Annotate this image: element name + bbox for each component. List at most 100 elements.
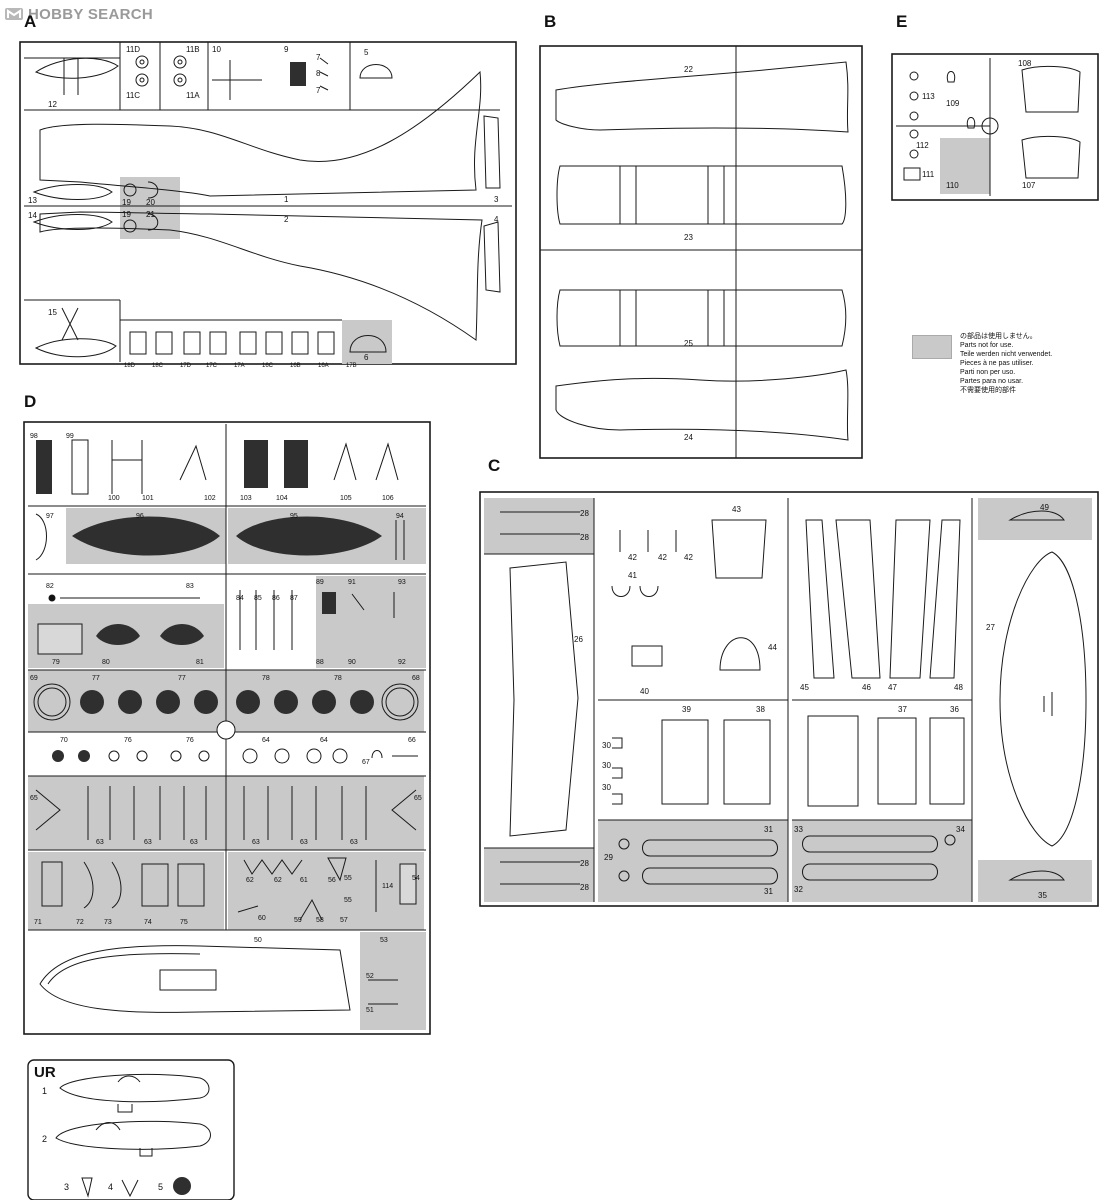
part-label: 70: [60, 737, 68, 744]
part-label: 28: [580, 859, 589, 868]
part-label: 101: [142, 495, 154, 502]
part-label: 6: [364, 353, 369, 362]
part-label: 63: [96, 839, 104, 846]
part-label: 63: [190, 839, 198, 846]
part-label: 112: [916, 141, 929, 150]
sprue-d: D: [23, 392, 431, 1035]
part-label: 39: [682, 705, 691, 714]
part-label: 109: [946, 99, 960, 108]
part-label: 88: [316, 659, 324, 666]
part-label: 74: [144, 919, 152, 926]
part-label: 55: [344, 875, 352, 882]
part-label: 64: [262, 737, 270, 744]
sprue-ur: UR 1 2 3 4 5: [27, 1059, 235, 1200]
part-label: 93: [398, 579, 406, 586]
part-label: 65: [30, 795, 38, 802]
part-label: 34: [956, 825, 965, 834]
part-label: 40: [640, 687, 649, 696]
part-label: 23: [684, 233, 693, 242]
part-label: 17C: [206, 363, 218, 369]
part-label: 58: [316, 917, 324, 924]
part-label: 102: [204, 495, 216, 502]
part-label: 57: [340, 917, 348, 924]
watermark: HOBBY SEARCH: [4, 3, 153, 25]
part-label: 16B: [290, 363, 301, 369]
part-label: 13: [28, 196, 37, 205]
part-label: 47: [888, 683, 897, 692]
part-label: 67: [362, 759, 370, 766]
part-label: 10: [212, 45, 221, 54]
part-label: 28: [580, 533, 589, 542]
sprue-e: E 107 108 109 110 111 112 113: [891, 12, 1099, 201]
part-label: 1: [284, 195, 289, 204]
part-label: 5: [158, 1182, 163, 1192]
part-label: 69: [30, 675, 38, 682]
part-label: 83: [186, 583, 194, 590]
part-label: 84: [236, 595, 244, 602]
part-label: 42: [684, 553, 693, 562]
sprue-d-letter: D: [24, 392, 36, 411]
part-label: 110: [946, 181, 959, 190]
part-label: 63: [350, 839, 358, 846]
part-label: 75: [180, 919, 188, 926]
part-label: 53: [380, 937, 388, 944]
part-label: 17A: [234, 363, 245, 369]
legend-line: の部品は使用しません。: [960, 333, 1037, 340]
part-label: 46: [862, 683, 871, 692]
part-label: 82: [46, 583, 54, 590]
part-label: 44: [768, 643, 777, 652]
part-label: 17B: [346, 363, 357, 369]
part-label: 89: [316, 579, 324, 586]
part-label: 106: [382, 495, 394, 502]
part-label: 104: [276, 495, 288, 502]
part-label: 86: [272, 595, 280, 602]
part-label: 14: [28, 211, 37, 220]
part-label: 2: [284, 215, 289, 224]
sprue-c: C: [479, 456, 1099, 907]
part-label: 50: [254, 937, 262, 944]
part-label: 31: [764, 887, 773, 896]
part-label: 3: [64, 1182, 69, 1192]
legend-line: Partes para no usar.: [960, 378, 1024, 385]
part-label: 17D: [180, 363, 192, 369]
sprue-ur-letter: UR: [34, 1064, 56, 1081]
part-label: 32: [794, 885, 803, 894]
part-label: 79: [52, 659, 60, 666]
part-label: 11D: [126, 45, 140, 54]
part-label: 19: [122, 198, 131, 207]
part-label: 21: [146, 210, 155, 219]
sprue-b-letter: B: [544, 12, 556, 31]
sprue-a: A: [19, 12, 517, 369]
part-label: 98: [30, 433, 38, 440]
part-label: 68: [412, 675, 420, 682]
part-label: 5: [364, 48, 369, 57]
part-label: 25: [684, 339, 693, 348]
part-label: 12: [48, 100, 57, 109]
part-label: 62: [274, 877, 282, 884]
part-label: 59: [294, 917, 302, 924]
part-label: 9: [284, 45, 289, 54]
part-label: 85: [254, 595, 262, 602]
part-label: 63: [252, 839, 260, 846]
part-label: 18C: [152, 363, 164, 369]
part-label: 24: [684, 433, 693, 442]
part-label: 99: [66, 433, 74, 440]
part-label: 33: [794, 825, 803, 834]
part-label: 61: [300, 877, 308, 884]
part-label: 18D: [124, 363, 136, 369]
part-label: 4: [108, 1182, 113, 1192]
part-label: 30: [602, 783, 611, 792]
part-label: 16A: [318, 363, 329, 369]
part-label: 54: [412, 875, 420, 882]
part-label: 26: [574, 635, 583, 644]
part-label: 62: [246, 877, 254, 884]
part-label: 36: [950, 705, 959, 714]
part-label: 87: [290, 595, 298, 602]
sprue-e-letter: E: [896, 12, 907, 31]
part-label: 92: [398, 659, 406, 666]
sprue-c-letter: C: [488, 456, 500, 475]
part-label: 35: [1038, 891, 1047, 900]
part-label: 108: [1018, 59, 1032, 68]
part-label: 7: [316, 86, 321, 95]
part-label: 42: [658, 553, 667, 562]
